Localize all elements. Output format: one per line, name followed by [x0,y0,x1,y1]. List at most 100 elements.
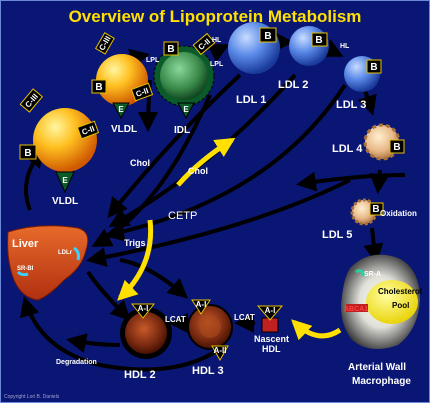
apo-c2-tag-idl: C-II [192,32,216,56]
nascent-hdl-label-1: Nascent [254,334,289,344]
abca1-label: ABCA1 [344,306,368,313]
hdl3-label: HDL 3 [192,365,224,377]
arrow-idl-to-ldl1 [207,44,230,63]
lpl-label-top: LPL [146,57,160,64]
apo-c3-tag-vldl-top: C-III [94,32,115,55]
liver: Liver LDLr SR-BI [7,225,89,301]
lpl-label-idl: LPL [210,61,224,68]
abca1-transporter [346,304,368,312]
ldl2: B LDL 2 [278,26,329,91]
degradation-label: Degradation [56,359,97,366]
apo-c2-tag-vldl-top: C-II [130,82,154,102]
arrow-degradation [66,333,121,353]
svg-text:A-II: A-II [214,346,227,355]
ldl4: B LDL 4 [332,123,405,161]
svg-text:B: B [95,82,102,93]
svg-text:C-II: C-II [135,86,150,99]
arrow-oxidation-cetp [296,171,406,192]
cholesterol-pool [366,280,418,324]
macrophage-label-1: Arterial Wall [348,362,406,373]
arrow-ldl4-to-ldl5 [369,169,390,194]
arrow-idl-to-liver [91,94,212,247]
svg-text:A-I: A-I [138,304,149,313]
title: Overview of Lipoprotein Metabolism [69,7,362,26]
apo-b-tag-ldl5: B [369,202,384,216]
svg-text:E: E [118,105,124,114]
apo-c3-tag-vldl-left: C-III [19,88,44,113]
vldl-top: C-III C-II B E VLDL [91,32,154,135]
chol-left-label: Chol [130,158,150,168]
apo-a2-tag-hdl3: A-II [211,345,229,362]
apo-b-tag-ldl2: B [311,32,328,47]
apo-b-tag-ldl4: B [389,139,405,154]
ldl5: B Oxidation LDL 5 [322,198,417,241]
ldl1-label: LDL 1 [236,94,266,106]
apo-e-tag-vldl-left: E [55,171,75,194]
apo-a1-tag-hdl2: A-I [130,303,156,319]
svg-text:B: B [315,35,322,46]
sra-label: SR-A [364,271,381,278]
ldl3-label: LDL 3 [336,99,366,111]
apo-e-tag-idl: E [177,102,195,120]
nascent-hdl: A-I Nascent HDL [254,305,289,354]
arrow-hdl-return [20,296,227,372]
ldl5-label: LDL 5 [322,229,352,241]
arrow-ldl4-to-liver [86,178,351,267]
ldl1: B LDL 1 [228,22,280,106]
apo-c2-tag-vldl-left: C-II [76,120,100,140]
vldl-left: C-III C-II B E VLDL [19,88,100,207]
apo-b-tag-idl: B [163,41,179,56]
arrow-trigs-down [117,219,154,301]
chol-right-label: Chol [188,166,208,176]
ldl3: B LDL 3 [336,56,382,111]
cetp-label: CETP [168,210,197,222]
apo-e-tag-vldl-top: E [112,102,130,120]
svg-text:B: B [370,62,377,73]
svg-text:E: E [183,105,189,114]
ldl2-label: LDL 2 [278,79,308,91]
arrow-liver-to-hdl3 [119,258,188,299]
yellow-arrows [117,137,342,341]
lcat-right-label: LCAT [234,313,255,322]
arrow-ldl3-to-ldl4 [357,89,377,116]
apo-b-tag-vldl-top: B [91,79,107,94]
idl: B C-II E IDL [153,32,216,136]
arrow-chol-up [138,79,159,132]
svg-text:A-I: A-I [196,300,207,309]
oxidation-label: Oxidation [380,209,417,218]
macrophage: Cholesterol Pool SR-A ABCA1 Arterial Wal… [341,254,422,387]
hl-label-ldl: HL [340,43,350,50]
hl-label-idl: HL [212,37,222,44]
apo-a1-tag-hdl3: A-I [191,299,211,315]
apo-b-tag-vldl-left: B [19,144,37,160]
srbi-receptor [16,270,29,277]
vldl-left-label: VLDL [52,196,78,207]
apo-b-tag-ldl3: B [366,59,382,74]
apo-b-tag-ldl1: B [259,27,277,43]
svg-text:B: B [167,44,174,55]
svg-text:B: B [372,204,379,215]
copyright-label: Copyright Lori B. Daniels [4,394,60,400]
ldlr-receptor [73,246,80,261]
arrow-ldl1-to-liver [107,73,242,219]
arrow-liver-to-hdl2 [86,270,131,321]
svg-text:C-II: C-II [81,124,96,137]
arrow-macrophage-to-nascent [291,319,342,341]
hdl2-label: HDL 2 [124,369,156,381]
cholesterol-pool-label-2: Pool [392,301,409,310]
cholesterol-pool-label-1: Cholesterol [378,287,422,296]
vldl-top-label: VLDL [111,124,137,135]
arrow-ldl2-to-ldl3 [321,38,344,57]
ldlr-label: LDLr [58,250,73,256]
lcat-left-label: LCAT [165,315,186,324]
svg-text:B: B [393,142,400,153]
svg-text:B: B [24,148,31,159]
liver-label: Liver [12,238,39,250]
idl-label: IDL [174,125,190,136]
macrophage-label-2: Macrophage [352,376,411,387]
apo-a1-tag-nascent: A-I [256,305,284,321]
svg-text:A-I: A-I [265,306,276,315]
arrow-cetp-chol [176,137,236,187]
hdl3: A-I A-II HDL 3 [187,299,233,377]
hdl2: A-I HDL 2 [120,303,172,381]
